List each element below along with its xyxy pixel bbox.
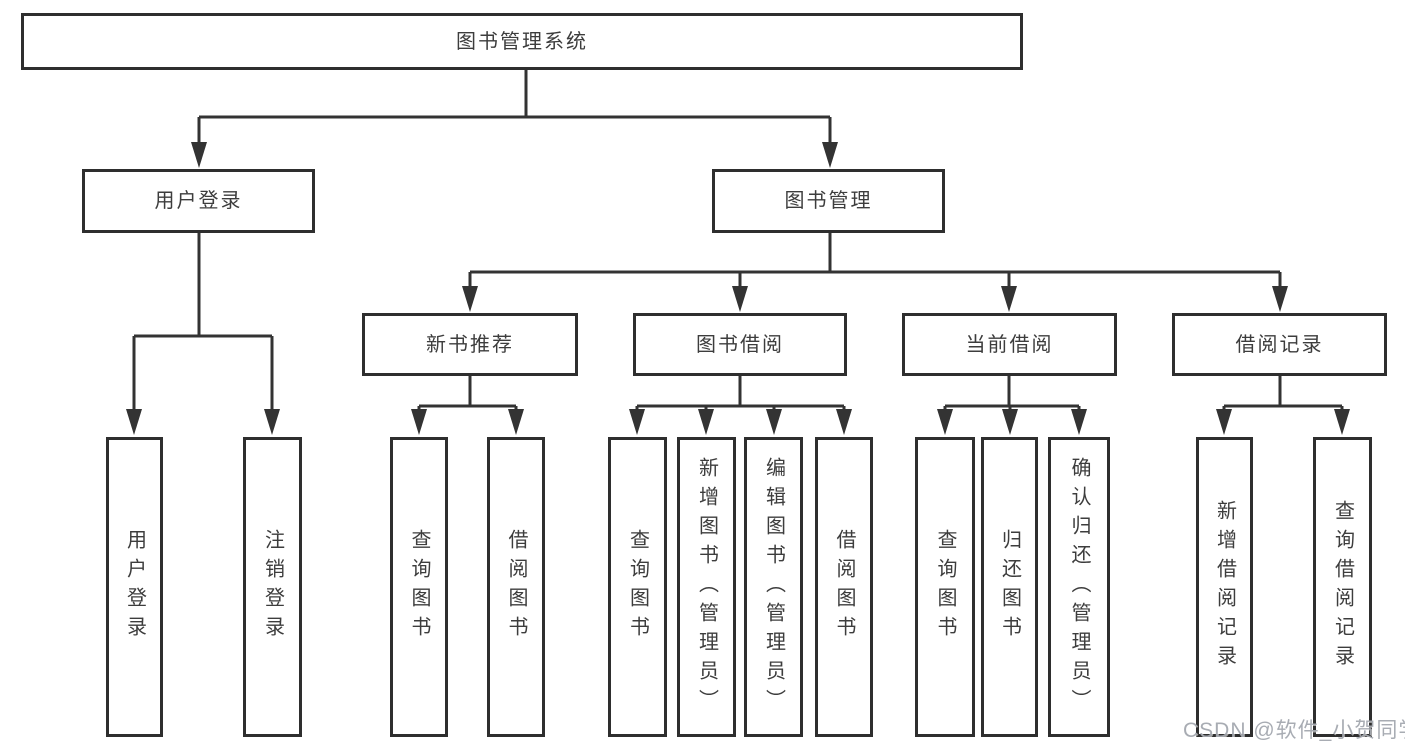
leaf-borrow-books-label: 借阅图书 bbox=[833, 529, 855, 645]
leaf-query-borrow-record: 查询借阅记录 bbox=[1313, 437, 1372, 737]
leaf-borrow-books-recommend-label: 借阅图书 bbox=[505, 529, 527, 645]
leaf-logout-login-label: 注销登录 bbox=[261, 529, 284, 645]
node-user-login: 用户登录 bbox=[82, 169, 315, 233]
node-book-management: 图书管理 bbox=[712, 169, 945, 233]
node-library-system-label: 图书管理系统 bbox=[456, 30, 588, 53]
leaf-add-book-admin: 新增图书（管理员） bbox=[677, 437, 736, 737]
node-new-book-recommend: 新书推荐 bbox=[362, 313, 578, 376]
leaf-query-books-current: 查询图书 bbox=[915, 437, 975, 737]
leaf-edit-book-admin: 编辑图书（管理员） bbox=[744, 437, 803, 737]
leaf-edit-book-admin-label: 编辑图书（管理员） bbox=[762, 456, 785, 718]
leaf-query-borrow-record-label: 查询借阅记录 bbox=[1331, 500, 1354, 674]
leaf-user-login: 用户登录 bbox=[106, 437, 163, 737]
leaf-return-books: 归还图书 bbox=[981, 437, 1038, 737]
leaf-query-books-current-label: 查询图书 bbox=[934, 529, 956, 645]
leaf-confirm-return-admin-label: 确认归还（管理员） bbox=[1068, 456, 1090, 718]
connector-current-branch bbox=[943, 376, 1081, 414]
node-borrow-records-label: 借阅记录 bbox=[1235, 333, 1324, 356]
connector-borrow-branch bbox=[635, 376, 846, 414]
node-borrow-records: 借阅记录 bbox=[1172, 313, 1387, 376]
leaf-add-book-admin-label: 新增图书（管理员） bbox=[695, 456, 718, 718]
node-user-login-label: 用户登录 bbox=[154, 190, 243, 212]
leaf-query-books-recommend-label: 查询图书 bbox=[408, 529, 430, 645]
leaf-add-borrow-record-label: 新增借阅记录 bbox=[1213, 500, 1236, 674]
node-current-borrow-label: 当前借阅 bbox=[965, 333, 1054, 356]
connector-root-to-level2 bbox=[197, 69, 832, 150]
connector-record-branch bbox=[1222, 376, 1344, 414]
leaf-query-books-borrow-label: 查询图书 bbox=[626, 529, 649, 645]
leaf-borrow-books: 借阅图书 bbox=[815, 437, 873, 737]
node-book-borrow: 图书借阅 bbox=[633, 313, 847, 376]
connector-login-branch bbox=[132, 233, 274, 414]
node-book-borrow-label: 图书借阅 bbox=[696, 333, 784, 356]
leaf-query-books-borrow: 查询图书 bbox=[608, 437, 667, 737]
leaf-confirm-return-admin: 确认归还（管理员） bbox=[1048, 437, 1110, 737]
leaf-return-books-label: 归还图书 bbox=[998, 529, 1021, 645]
leaf-logout-login: 注销登录 bbox=[243, 437, 302, 737]
connector-mgmt-to-level3 bbox=[468, 233, 1282, 294]
leaf-add-borrow-record: 新增借阅记录 bbox=[1196, 437, 1253, 737]
leaf-user-login-label: 用户登录 bbox=[123, 529, 146, 645]
arrowheads bbox=[126, 142, 1350, 435]
node-new-book-recommend-label: 新书推荐 bbox=[426, 333, 514, 356]
node-current-borrow: 当前借阅 bbox=[902, 313, 1117, 376]
node-library-system: 图书管理系统 bbox=[21, 13, 1023, 70]
leaf-borrow-books-recommend: 借阅图书 bbox=[487, 437, 545, 737]
leaf-query-books-recommend: 查询图书 bbox=[390, 437, 448, 737]
connector-newrec-branch bbox=[417, 376, 518, 414]
csdn-watermark: CSDN @软件_小贺同学 bbox=[1183, 719, 1405, 742]
node-book-management-label: 图书管理 bbox=[784, 190, 873, 212]
